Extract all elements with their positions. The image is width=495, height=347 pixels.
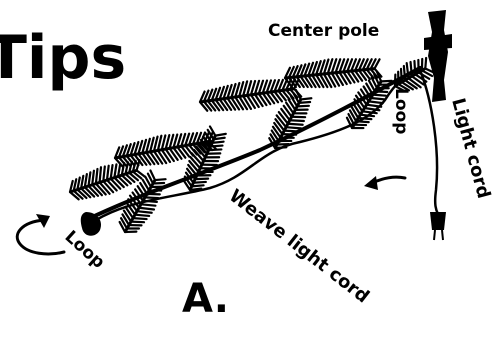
center-pole-icon	[424, 10, 452, 102]
label-loop-top: Loop	[391, 88, 411, 134]
heading-tips: Tips	[0, 23, 126, 93]
label-light-cord: Light cord	[447, 96, 494, 201]
label-weave-light-cord: Weave light cord	[225, 185, 373, 307]
label-loop-left: Loop	[61, 227, 109, 273]
label-figure-a: A.	[182, 276, 229, 322]
label-center-pole: Center pole	[268, 21, 379, 41]
plug-icon	[430, 212, 446, 240]
loop-arrow-icon	[17, 214, 64, 254]
arrow-left-icon	[364, 176, 405, 190]
